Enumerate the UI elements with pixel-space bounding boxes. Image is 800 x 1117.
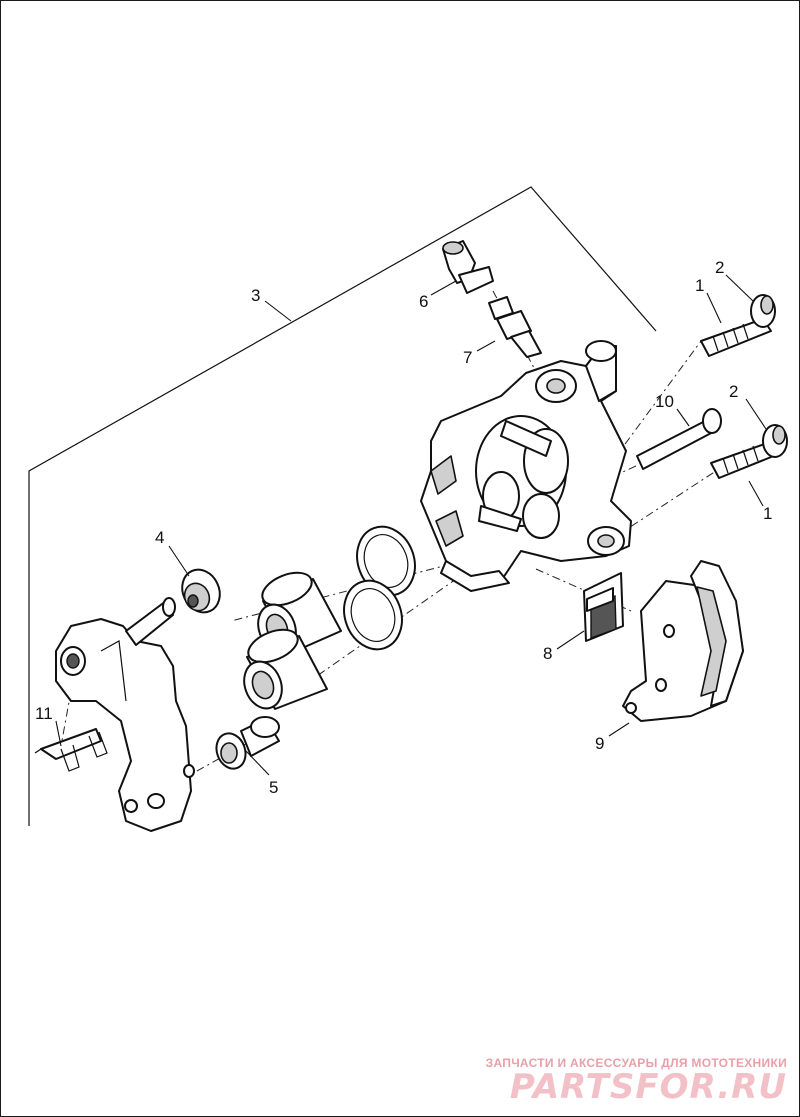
callout-labels: 1 2 2 1 10 3 6 7 4 5 8 9 11 [35,258,772,797]
slide-pin [636,408,722,470]
mounting-bolt-lower [710,424,788,479]
pad-spring-clip [34,728,108,772]
callout-7: 7 [463,348,472,367]
callout-9: 9 [595,734,604,753]
brake-pads [622,560,744,722]
bleeder-cap [442,240,494,294]
caliper-bracket [55,597,195,832]
watermark: ЗАПЧАСТИ И АКСЕССУАРЫ ДЛЯ МОТОТЕХНИКИ PA… [467,1056,787,1106]
bleeder-valve [488,296,542,358]
piston-seal-lower [343,579,403,651]
callout-6: 6 [419,292,428,311]
piston-seal-upper [356,525,416,597]
callout-8: 8 [543,644,552,663]
watermark-logo: PARTSFOR.RU [509,1067,787,1108]
callout-3: 3 [251,286,260,305]
pad-indicator-plate [583,572,624,642]
callout-2-lower: 2 [729,382,738,401]
pin-boot [181,568,221,614]
callout-1-upper: 1 [695,276,704,295]
mounting-bolt-upper [700,294,776,357]
callout-10: 10 [655,392,674,411]
caliper-body [420,340,632,592]
assembly-bracket-line [28,186,657,826]
leader-lines [55,274,767,776]
pin-boot-sleeve [215,716,280,770]
watermark-tagline: ЗАПЧАСТИ И АКСЕССУАРЫ ДЛЯ МОТОТЕХНИКИ [485,1056,787,1071]
callout-5: 5 [269,778,278,797]
callout-1-lower: 1 [763,504,772,523]
piston-lower [243,628,328,710]
callout-11: 11 [35,704,53,723]
callout-2-upper: 2 [715,258,724,277]
callout-4: 4 [155,528,164,547]
